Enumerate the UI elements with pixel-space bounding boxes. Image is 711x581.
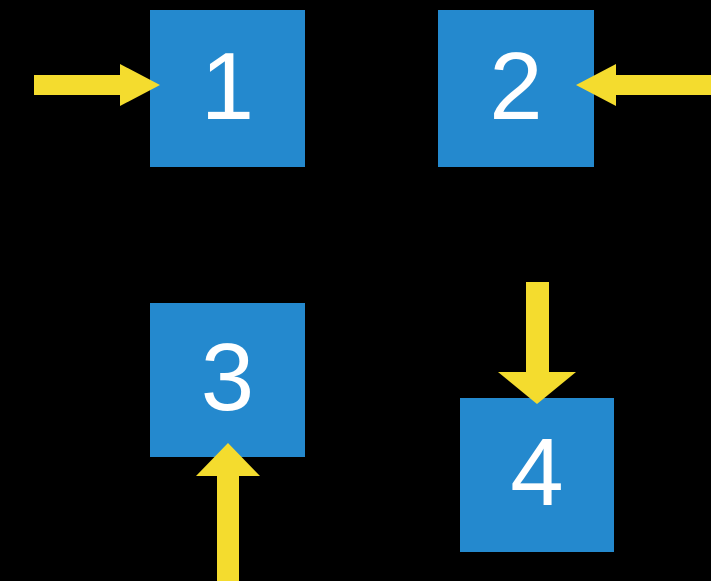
node-box-2[interactable]: 2 xyxy=(438,10,594,167)
node-label-1: 1 xyxy=(200,32,255,140)
node-label-3: 3 xyxy=(200,324,255,431)
arrow-right-into-node-1-icon xyxy=(34,64,160,106)
node-box-3[interactable]: 3 xyxy=(150,303,305,457)
node-box-1[interactable]: 1 xyxy=(150,10,305,167)
arrow-left-into-node-2-icon xyxy=(576,64,711,106)
arrow-down-into-node-4-icon xyxy=(498,282,576,404)
node-box-4[interactable]: 4 xyxy=(460,398,614,552)
arrow-up-into-node-3-icon xyxy=(196,443,260,581)
node-label-4: 4 xyxy=(510,419,564,526)
node-label-2: 2 xyxy=(489,32,543,140)
